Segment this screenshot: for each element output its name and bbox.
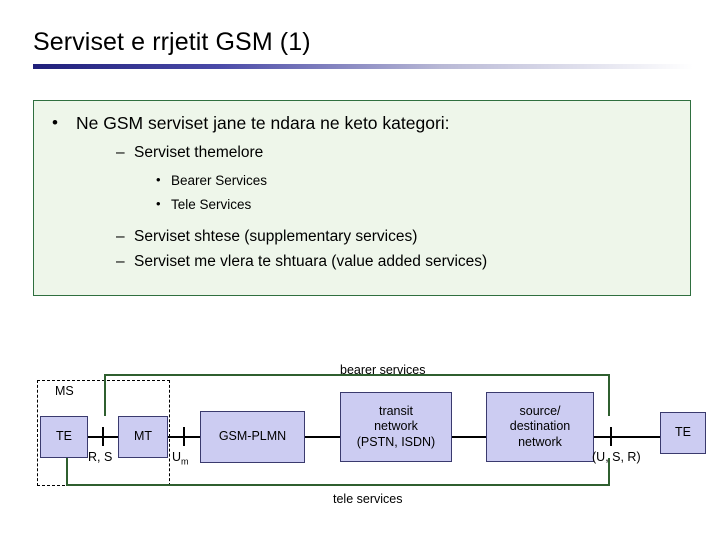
label-tele-services: tele services (327, 492, 409, 506)
label-usr: (U, S, R) (592, 450, 641, 464)
dash-glyph-icon: – (116, 228, 125, 245)
box-te-left: TE (40, 416, 88, 458)
network-diagram: bearer services MS TE MT GSM-PLMN transi… (0, 352, 720, 522)
box-transit-network-text: transit network (PSTN, ISDN) (356, 403, 436, 449)
tele-bracket-right (608, 458, 610, 486)
bullet-level1-text: Ne GSM serviset jane te ndara ne keto ka… (76, 113, 450, 133)
box-source-destination-network-text: source/ destination network (509, 403, 571, 449)
box-mt: MT (118, 416, 168, 458)
label-rs: R, S (88, 450, 113, 464)
box-source-destination-network: source/ destination network (486, 392, 594, 462)
bullet-level3-tele: • Tele Services (156, 196, 252, 212)
bearer-bracket-left (104, 374, 106, 416)
label-um-text: U (172, 450, 182, 464)
label-um: Um (172, 450, 189, 467)
interface-tick-rs (102, 427, 104, 446)
tele-bracket-bottom (66, 484, 610, 486)
content-box: • Ne GSM serviset jane te ndara ne keto … (33, 100, 691, 296)
bullet-level2-text: Serviset shtese (supplementary services) (134, 228, 418, 245)
label-ms: MS (55, 384, 74, 398)
box-gsm-plmn: GSM-PLMN (200, 411, 305, 463)
bullet-glyph-icon: • (156, 172, 161, 187)
page-title: Serviset e rrjetit GSM (1) (33, 28, 311, 56)
bullet-level2-themelore: – Serviset themelore (116, 144, 264, 162)
interface-tick-usr (610, 427, 612, 446)
bullet-glyph-icon: • (52, 113, 58, 132)
label-bearer-services: bearer services (340, 363, 426, 377)
interface-tick-um (183, 427, 185, 446)
bullet-level3-text: Bearer Services (171, 173, 268, 188)
bullet-level3-bearer: • Bearer Services (156, 172, 268, 188)
bearer-bracket-top (104, 374, 610, 376)
bullet-level2-text: Serviset themelore (134, 144, 264, 161)
box-transit-network: transit network (PSTN, ISDN) (340, 392, 452, 462)
tele-bracket-left (66, 458, 68, 486)
bullet-level2-vlera: – Serviset me vlera te shtuara (value ad… (116, 253, 488, 271)
bearer-bracket-right (608, 374, 610, 416)
label-um-subscript: m (181, 456, 189, 467)
bullet-glyph-icon: • (156, 196, 161, 211)
connector-plmn-transit (305, 436, 340, 438)
bullet-level2-text: Serviset me vlera te shtuara (value adde… (134, 253, 488, 270)
connector-source-te (594, 436, 660, 438)
bullet-level1: • Ne GSM serviset jane te ndara ne keto … (52, 113, 450, 134)
bullet-level3-text: Tele Services (171, 197, 252, 212)
connector-transit-source (452, 436, 486, 438)
box-te-right: TE (660, 412, 706, 454)
dash-glyph-icon: – (116, 253, 125, 270)
bullet-level2-shtese: – Serviset shtese (supplementary service… (116, 228, 418, 246)
dash-glyph-icon: – (116, 144, 125, 161)
title-divider (33, 64, 693, 69)
